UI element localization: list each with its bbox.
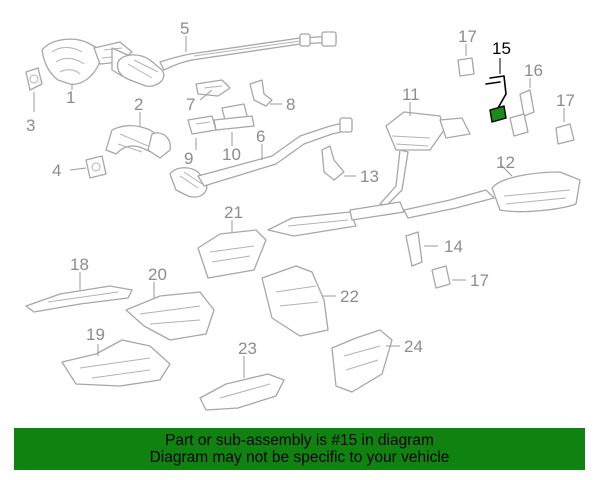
- part-3-gasket[interactable]: [25, 67, 43, 91]
- part-20-heat-shield[interactable]: [125, 291, 215, 341]
- part-15-highlighted-hanger[interactable]: [485, 75, 507, 123]
- callout-17b: 17: [556, 91, 575, 110]
- part-24-heat-shield[interactable]: [331, 329, 393, 393]
- part-16-hanger[interactable]: [509, 89, 535, 137]
- callout-16: 16: [524, 61, 543, 80]
- callout-2: 2: [134, 95, 143, 114]
- part-5-front-pipe[interactable]: [159, 31, 337, 71]
- callout-6: 6: [256, 127, 265, 146]
- part-17-rubber-mount-top[interactable]: [457, 57, 475, 77]
- banner-line-2: Diagram may not be specific to your vehi…: [149, 449, 450, 466]
- part-17-rubber-mount-bottom[interactable]: [431, 265, 451, 289]
- part-14-bracket[interactable]: [405, 231, 423, 267]
- part-4-flange[interactable]: [85, 155, 107, 179]
- callout-14: 14: [444, 237, 463, 256]
- part-7-bracket[interactable]: [195, 79, 231, 97]
- callout-17a: 17: [458, 27, 477, 46]
- banner-line-1: Part or sub-assembly is #15 in diagram: [165, 432, 434, 449]
- callout-10: 10: [222, 145, 241, 164]
- part-17-rubber-mount-right[interactable]: [555, 123, 575, 145]
- callout-7: 7: [186, 95, 195, 114]
- info-banner: Part or sub-assembly is #15 in diagram D…: [14, 428, 585, 470]
- part-9-bracket[interactable]: [187, 115, 217, 135]
- callout-5: 5: [180, 19, 189, 38]
- part-23-heat-shield[interactable]: [199, 373, 285, 411]
- part-19-heat-shield[interactable]: [61, 339, 171, 387]
- callout-4: 4: [52, 161, 61, 180]
- callout-17c: 17: [470, 271, 489, 290]
- part-6-catalyst-pipe[interactable]: [169, 117, 353, 198]
- catalytic-converter[interactable]: [111, 47, 165, 87]
- callout-19: 19: [86, 325, 105, 344]
- callout-18: 18: [70, 255, 89, 274]
- callout-11: 11: [402, 85, 420, 104]
- callout-12: 12: [496, 153, 515, 172]
- callout-24: 24: [404, 337, 423, 356]
- callout-1: 1: [66, 88, 75, 107]
- callout-9: 9: [184, 149, 193, 168]
- part-10-bracket[interactable]: [213, 103, 255, 131]
- part-18-heat-shield[interactable]: [25, 285, 133, 313]
- center-resonator[interactable]: [267, 201, 405, 237]
- part-21-heat-shield[interactable]: [197, 229, 267, 279]
- callout-22: 22: [340, 287, 359, 306]
- callout-13: 13: [360, 167, 379, 186]
- callout-20: 20: [148, 265, 167, 284]
- callout-3: 3: [26, 116, 35, 135]
- part-2-pipe[interactable]: [105, 124, 171, 159]
- callout-15: 15: [492, 39, 511, 58]
- part-1-heat-shield[interactable]: [41, 38, 133, 85]
- part-11-rear-muffler[interactable]: [379, 111, 471, 207]
- part-22-heat-shield[interactable]: [261, 265, 329, 337]
- part-13-hanger[interactable]: [321, 145, 345, 181]
- callout-8: 8: [286, 95, 295, 114]
- callout-21: 21: [224, 203, 243, 222]
- part-12-muffler[interactable]: [403, 171, 581, 219]
- part-8-hanger[interactable]: [249, 79, 273, 107]
- callout-23: 23: [238, 339, 257, 358]
- exhaust-parts-diagram: 1 3 5 2 4 7 8: [25, 19, 581, 411]
